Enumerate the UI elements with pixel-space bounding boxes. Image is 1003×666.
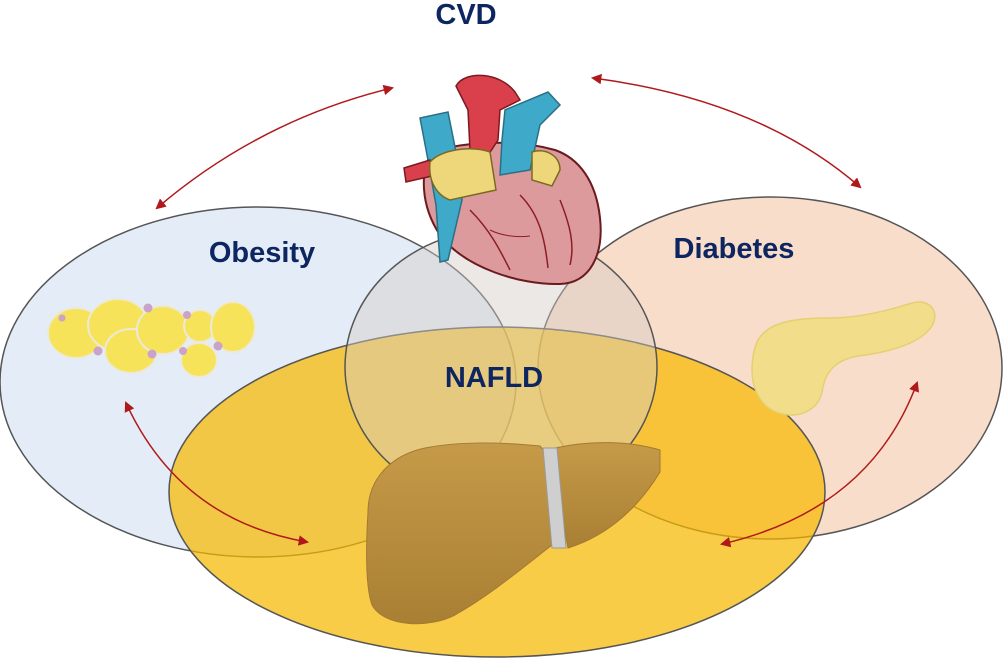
heart-icon [403, 74, 602, 286]
arrow-cvd-obesity [155, 84, 395, 210]
liver-icon [366, 442, 661, 625]
arrow-obesity-nafld [124, 401, 310, 546]
obesity-label: Obesity [209, 237, 315, 269]
nafld-label: NAFLD [445, 362, 543, 394]
diabetes-label: Diabetes [674, 233, 795, 265]
arrow-diabetes-nafld [719, 381, 920, 548]
fat-cells-icon [47, 298, 256, 378]
cvd-label: CVD [435, 0, 496, 31]
pancreas-icon [751, 301, 936, 416]
arrow-cvd-diabetes [590, 73, 862, 189]
